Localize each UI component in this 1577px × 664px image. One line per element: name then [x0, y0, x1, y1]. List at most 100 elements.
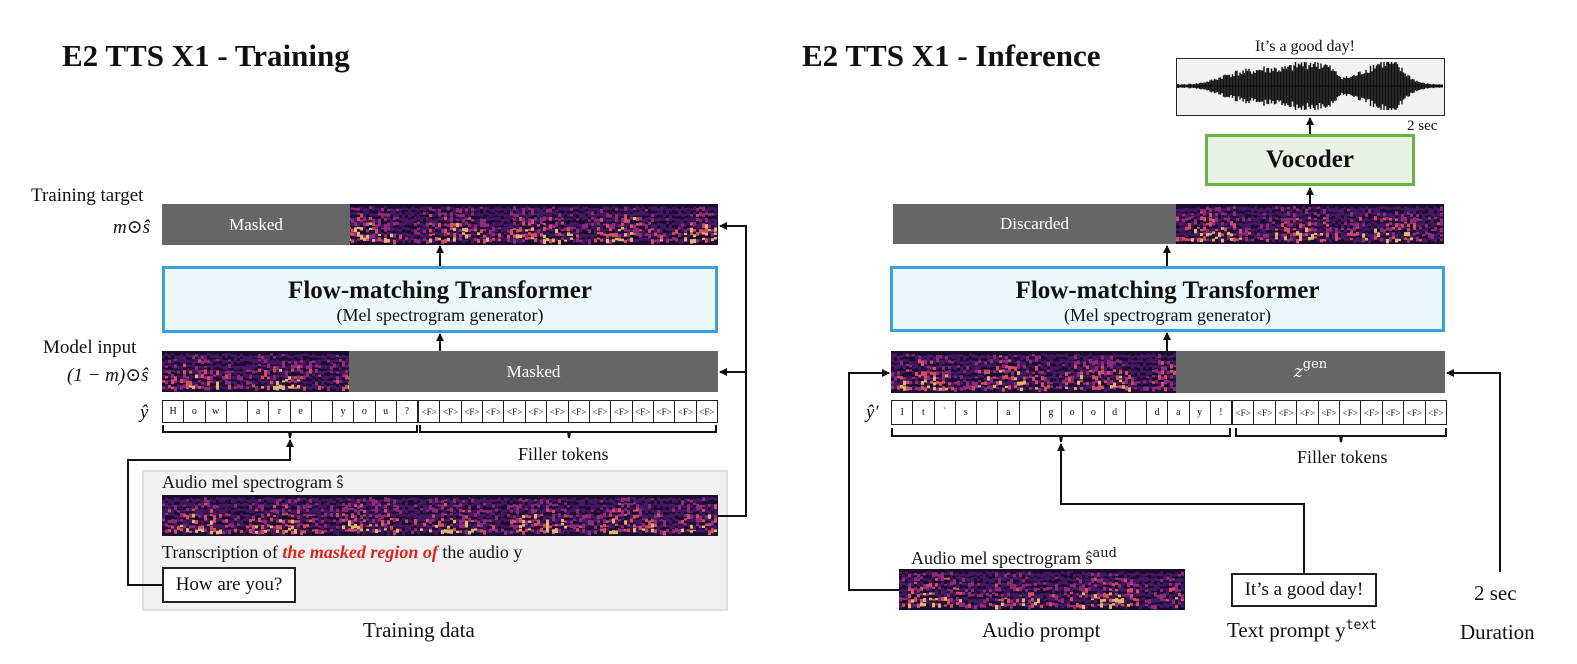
token-cell: <F>	[654, 401, 676, 422]
token-cell: <F>	[1340, 401, 1362, 424]
token-cell	[312, 401, 333, 422]
token-cell: <F>	[483, 401, 505, 422]
token-cell: r	[269, 401, 291, 422]
inference-filler-label: Filler tokens	[1297, 447, 1388, 467]
token-cell	[1126, 401, 1147, 424]
prompt-spectrogram-input	[891, 351, 1176, 393]
token-cell: a	[248, 401, 270, 422]
token-cell: !	[1219, 407, 1223, 418]
training-flow-matching-transformer: Flow-matching Transformer (Mel spectrogr…	[162, 266, 718, 333]
brace-filler-tokens	[419, 425, 717, 439]
transcription-prefix: Transcription of	[162, 542, 283, 562]
text-prompt-box: It’s a good day!	[1231, 573, 1377, 607]
token-cell: <F>	[440, 401, 462, 422]
inference-flow-matching-transformer: Flow-matching Transformer (Mel spectrogr…	[890, 266, 1445, 332]
inference-token-symbol: ŷ′	[866, 402, 879, 423]
audio-spectrogram	[162, 495, 718, 536]
duration-caption: Duration	[1460, 620, 1535, 644]
token-cell: <F>	[504, 401, 526, 422]
transcription-highlight: the masked region of	[282, 542, 438, 562]
token-cell: ?	[404, 406, 410, 417]
token-cell: <F>	[462, 401, 484, 422]
token-cell: o	[354, 401, 376, 422]
text-prompt-caption-text: Text prompt y	[1227, 618, 1346, 642]
arrow-duration-to-zgen	[1446, 369, 1501, 572]
token-cell: u	[376, 401, 397, 422]
token-cell: <F>	[569, 401, 590, 422]
text-prompt-caption-sup: text	[1345, 618, 1377, 633]
token-cell: <F>	[1428, 407, 1444, 418]
token-cell	[1020, 401, 1041, 424]
training-data-caption: Training data	[363, 618, 475, 642]
token-cell: a	[1168, 401, 1190, 424]
token-cell: o	[1062, 401, 1084, 424]
arrow-transcript-to-tokens	[127, 439, 294, 586]
token-cell: d	[1105, 401, 1126, 424]
transcription-label: Transcription of the masked region of th…	[162, 542, 522, 563]
training-title: E2 TTS X1 - Training	[62, 38, 350, 73]
model-input-label: Model input	[43, 337, 137, 358]
token-cell: <F>	[675, 401, 697, 422]
arrow-text-prompt-to-tokens	[1057, 443, 1305, 573]
brace-inf-text-tokens	[891, 428, 1231, 443]
token-cell: d	[1147, 401, 1169, 424]
zgen-sup: gen	[1302, 356, 1328, 372]
target-formula: m⊙ŝ	[113, 217, 151, 238]
fmt-title: Flow-matching Transformer	[1015, 277, 1320, 304]
token-cell: <F>	[633, 401, 654, 422]
token-cell: <F>	[547, 401, 569, 422]
vocoder: Vocoder	[1205, 134, 1415, 186]
generated-spectrogram	[1176, 204, 1444, 244]
audio-prompt-mel-sup: aud	[1092, 546, 1117, 561]
audio-prompt-caption: Audio prompt	[982, 618, 1101, 642]
inference-title: E2 TTS X1 - Inference	[802, 38, 1101, 73]
token-cell: g	[1041, 401, 1062, 424]
token-cell: w	[206, 401, 227, 422]
token-cell: <F>	[590, 401, 612, 422]
fmt-title: Flow-matching Transformer	[288, 277, 592, 304]
audio-prompt-mel-text: Audio mel spectrogram ŝ	[911, 548, 1093, 568]
token-cell: t	[913, 401, 935, 424]
training-filler-tokens: <F><F><F><F><F><F><F><F><F><F><F><F><F><…	[418, 400, 718, 423]
token-cell: <F>	[1297, 401, 1319, 424]
duration-value: 2 sec	[1474, 581, 1517, 605]
token-cell: s	[956, 401, 977, 424]
token-cell: <F>	[1383, 401, 1405, 424]
token-cell: <F>	[1233, 401, 1255, 424]
transcription-suffix: the audio y	[437, 542, 523, 562]
token-cell: o	[184, 401, 206, 422]
token-cell: I	[892, 401, 914, 424]
token-cell	[227, 401, 248, 422]
training-filler-label: Filler tokens	[518, 444, 609, 464]
output-waveform	[1176, 58, 1445, 116]
token-cell: a	[998, 401, 1020, 424]
brace-text-tokens	[162, 425, 418, 439]
token-cell: <F>	[611, 401, 633, 422]
token-cell: <F>	[419, 401, 441, 422]
token-cell: y	[1190, 401, 1211, 424]
token-cell: y	[333, 401, 355, 422]
duration-tag: 2 sec	[1407, 118, 1438, 134]
fmt-subtitle: (Mel spectrogram generator)	[336, 305, 544, 325]
arrow-audio-prompt-to-input	[848, 369, 899, 591]
token-cell: <F>	[1361, 401, 1383, 424]
fmt-subtitle: (Mel spectrogram generator)	[1064, 305, 1271, 325]
input-formula: (1 − m)⊙ŝ	[67, 365, 149, 386]
text-prompt-caption: Text prompt ytext	[1227, 618, 1377, 643]
token-cell: <F>	[1276, 401, 1298, 424]
token-cell: `	[935, 401, 956, 424]
brace-inf-filler-tokens	[1235, 428, 1447, 443]
training-target-label: Training target	[31, 185, 144, 206]
token-cell: <F>	[1254, 401, 1276, 424]
token-cell: e	[291, 401, 312, 422]
audio-prompt-spectrogram	[899, 569, 1185, 610]
token-cell: <F>	[699, 406, 715, 417]
token-symbol: ŷ	[140, 402, 149, 423]
target-masked-region: Masked	[162, 204, 350, 245]
token-cell: <F>	[1319, 401, 1341, 424]
token-cell: H	[163, 401, 185, 422]
